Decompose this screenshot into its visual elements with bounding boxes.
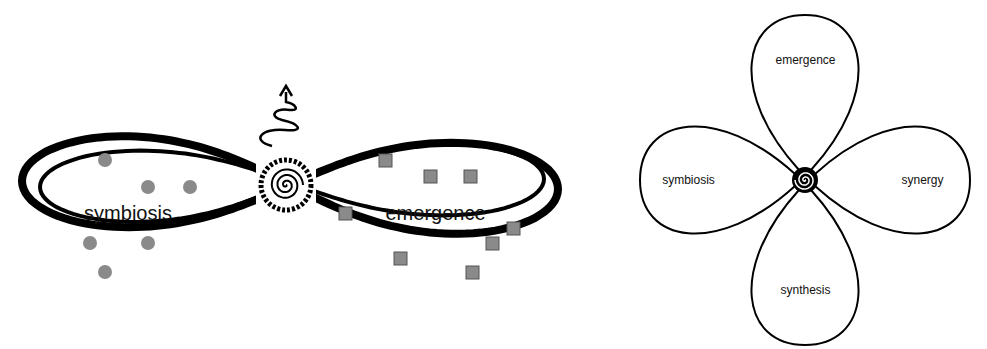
rising-spiral	[260, 92, 298, 146]
petal: synergy	[898, 171, 947, 189]
arrow-head	[280, 86, 292, 96]
spiral	[272, 169, 303, 197]
infinity-band	[22, 136, 558, 234]
lobe-label: emergence	[382, 200, 489, 227]
petal: emergence	[772, 51, 839, 69]
lobe-label: symbiosis	[81, 200, 175, 227]
node-text: emergence	[385, 202, 485, 225]
dots	[83, 153, 197, 279]
node-text: synergy	[901, 173, 943, 187]
petal: synthesis	[777, 281, 834, 299]
node-text: symbiosis	[84, 202, 172, 225]
node-text: symbiosis	[662, 173, 715, 187]
spiral	[795, 173, 813, 189]
center-square	[256, 155, 316, 215]
dotted-ring	[261, 160, 311, 210]
node-text: emergence	[775, 53, 835, 67]
squares	[339, 154, 520, 279]
flower-center	[792, 167, 818, 193]
node-text: synthesis	[780, 283, 830, 297]
flower	[640, 15, 970, 345]
petal: symbiosis	[659, 171, 718, 189]
